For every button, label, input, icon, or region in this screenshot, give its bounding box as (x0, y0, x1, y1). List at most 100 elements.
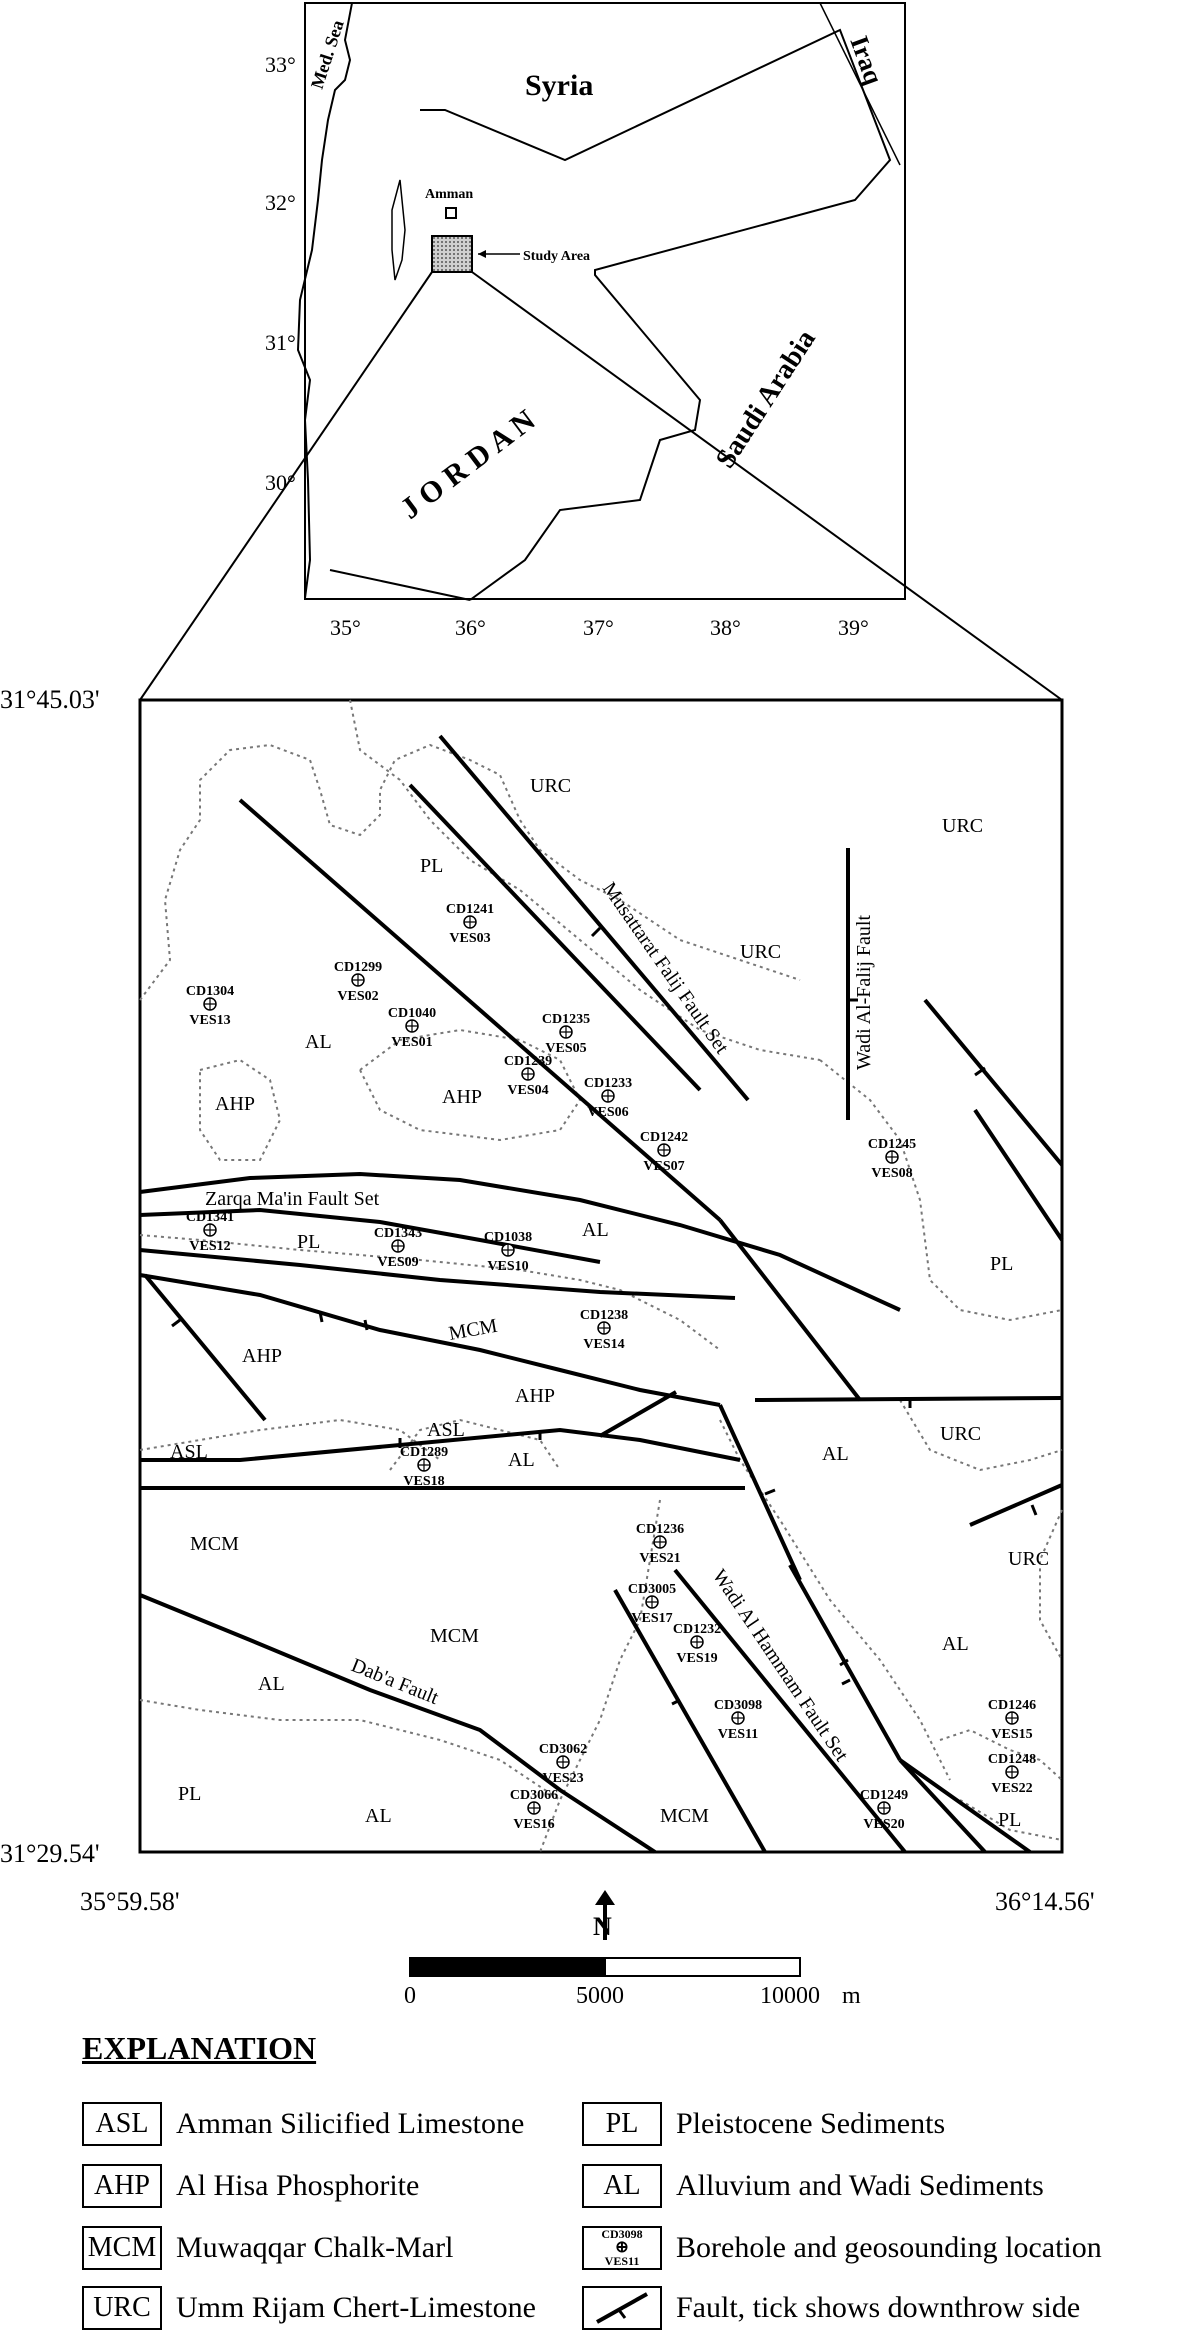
long-fault-nw (238, 798, 722, 1222)
zoom-line-left (139, 271, 433, 701)
legend-item-mcm: MCM Muwaqqar Chalk-Marl (82, 2224, 453, 2272)
station-ves-label: VES19 (676, 1651, 717, 1666)
lon-tick: 38° (710, 615, 741, 640)
scale-tick: 5000 (576, 1983, 624, 2009)
fault-swatch (582, 2286, 662, 2330)
station-cd-label: CD1245 (868, 1137, 916, 1152)
lat-tick: 32° (265, 190, 296, 215)
unit-label: PL (998, 1809, 1021, 1831)
scale-bar: 0 5000 10000 m (404, 1957, 861, 2009)
station-ves-label: VES02 (337, 989, 378, 1004)
unit-label: AL (582, 1219, 609, 1241)
station-cd-label: CD1232 (673, 1622, 721, 1637)
unit-label: AL (822, 1443, 849, 1465)
unit-label: URC (1008, 1548, 1049, 1570)
legend-label: Borehole and geosounding location (676, 2231, 1102, 2264)
unit-label: URC (942, 815, 983, 837)
zarqa-main-fault-1 (139, 1171, 901, 1312)
inset-map: 33° 32° 31° 30° 35° 36° 37° 38° 39° Med.… (139, 2, 1063, 701)
station-ves-label: VES13 (189, 1013, 230, 1028)
station-cd-label: CD1249 (860, 1788, 908, 1803)
scale-tick: 0 (404, 1983, 416, 2009)
asl-fault (140, 1427, 741, 1462)
unit-label: MCM (190, 1533, 239, 1555)
north-label: N (593, 1912, 612, 1941)
lon-tick: 39° (838, 615, 869, 640)
hammam-fault-5 (898, 1758, 987, 1854)
station-cd-label: CD1242 (640, 1130, 688, 1145)
legend-label: Amman Silicified Limestone (176, 2107, 525, 2140)
swatch-cd-label: CD3098 (601, 2227, 643, 2241)
musattarat-fault-1 (438, 734, 750, 1102)
station-ves-label: VES11 (718, 1727, 758, 1742)
legend-item-asl: ASL Amman Silicified Limestone (82, 2100, 524, 2148)
dead-sea (391, 179, 406, 281)
lat-tick: 33° (265, 52, 296, 77)
legend-item-al: AL Alluvium and Wadi Sediments (582, 2162, 1044, 2210)
unit-label: URC (940, 1423, 981, 1445)
station-ves-label: VES01 (391, 1035, 432, 1050)
fault-ticks (171, 926, 1038, 1706)
study-area-box (431, 235, 473, 273)
station-ves-label: VES20 (863, 1817, 904, 1832)
unit-label: ASL (427, 1419, 465, 1441)
corner-se-lon-label: 36°14.56' (995, 1887, 1095, 1916)
station-ves-label: VES15 (991, 1727, 1032, 1742)
station-ves-label: VES04 (507, 1083, 548, 1098)
legend-title: EXPLANATION (82, 2030, 317, 2066)
corner-nw-label: 31°45.03' (0, 685, 100, 714)
east-fault-1 (923, 998, 1064, 1167)
station-cd-label: CD1304 (186, 984, 234, 999)
station-cd-label: CD1343 (374, 1226, 422, 1241)
station-ves-label: VES18 (403, 1474, 444, 1489)
wadi-al-falij-label: Wadi Al-Falij Fault (853, 915, 875, 1070)
med-sea-label: Med. Sea (307, 18, 348, 92)
station-ves-label: VES10 (487, 1259, 528, 1274)
study-area-map: Musattarat Falij Fault Set Wadi Al-Falij… (0, 685, 1095, 1916)
legend-item-pl: PL Pleistocene Sediments (582, 2100, 945, 2148)
station-ves-label: VES03 (449, 931, 490, 946)
lat-tick: 30° (265, 470, 296, 495)
station-ves-label: VES21 (639, 1551, 680, 1566)
unit-label: AHP (215, 1093, 255, 1115)
station-ves-label: VES14 (583, 1337, 624, 1352)
station-ves-label: VES17 (631, 1611, 672, 1626)
legend-label: Muwaqqar Chalk-Marl (176, 2231, 454, 2264)
legend-swatch: MCM (82, 2226, 162, 2270)
unit-label: AHP (242, 1345, 282, 1367)
station-cd-label: CD3098 (714, 1698, 762, 1713)
north-arrow: N (593, 1890, 615, 1941)
station-cd-label: CD1233 (584, 1076, 632, 1091)
station-cd-label: CD1241 (446, 902, 494, 917)
legend-swatch: AHP (82, 2164, 162, 2208)
station-cd-label: CD1236 (636, 1522, 684, 1537)
station-cd-label: CD3066 (510, 1788, 558, 1803)
unit-label: AL (942, 1633, 969, 1655)
amman-label: Amman (425, 187, 473, 202)
study-area-label: Study Area (523, 249, 590, 264)
arrow-head (478, 250, 486, 258)
station-cd-label: CD1235 (542, 1012, 590, 1027)
station-cd-label: CD1040 (388, 1006, 436, 1021)
legend-swatch: URC (82, 2286, 162, 2330)
east-fault-2 (973, 1108, 1064, 1242)
legend-item-ahp: AHP Al Hisa Phosphorite (82, 2162, 419, 2210)
unit-label: MCM (660, 1805, 709, 1827)
